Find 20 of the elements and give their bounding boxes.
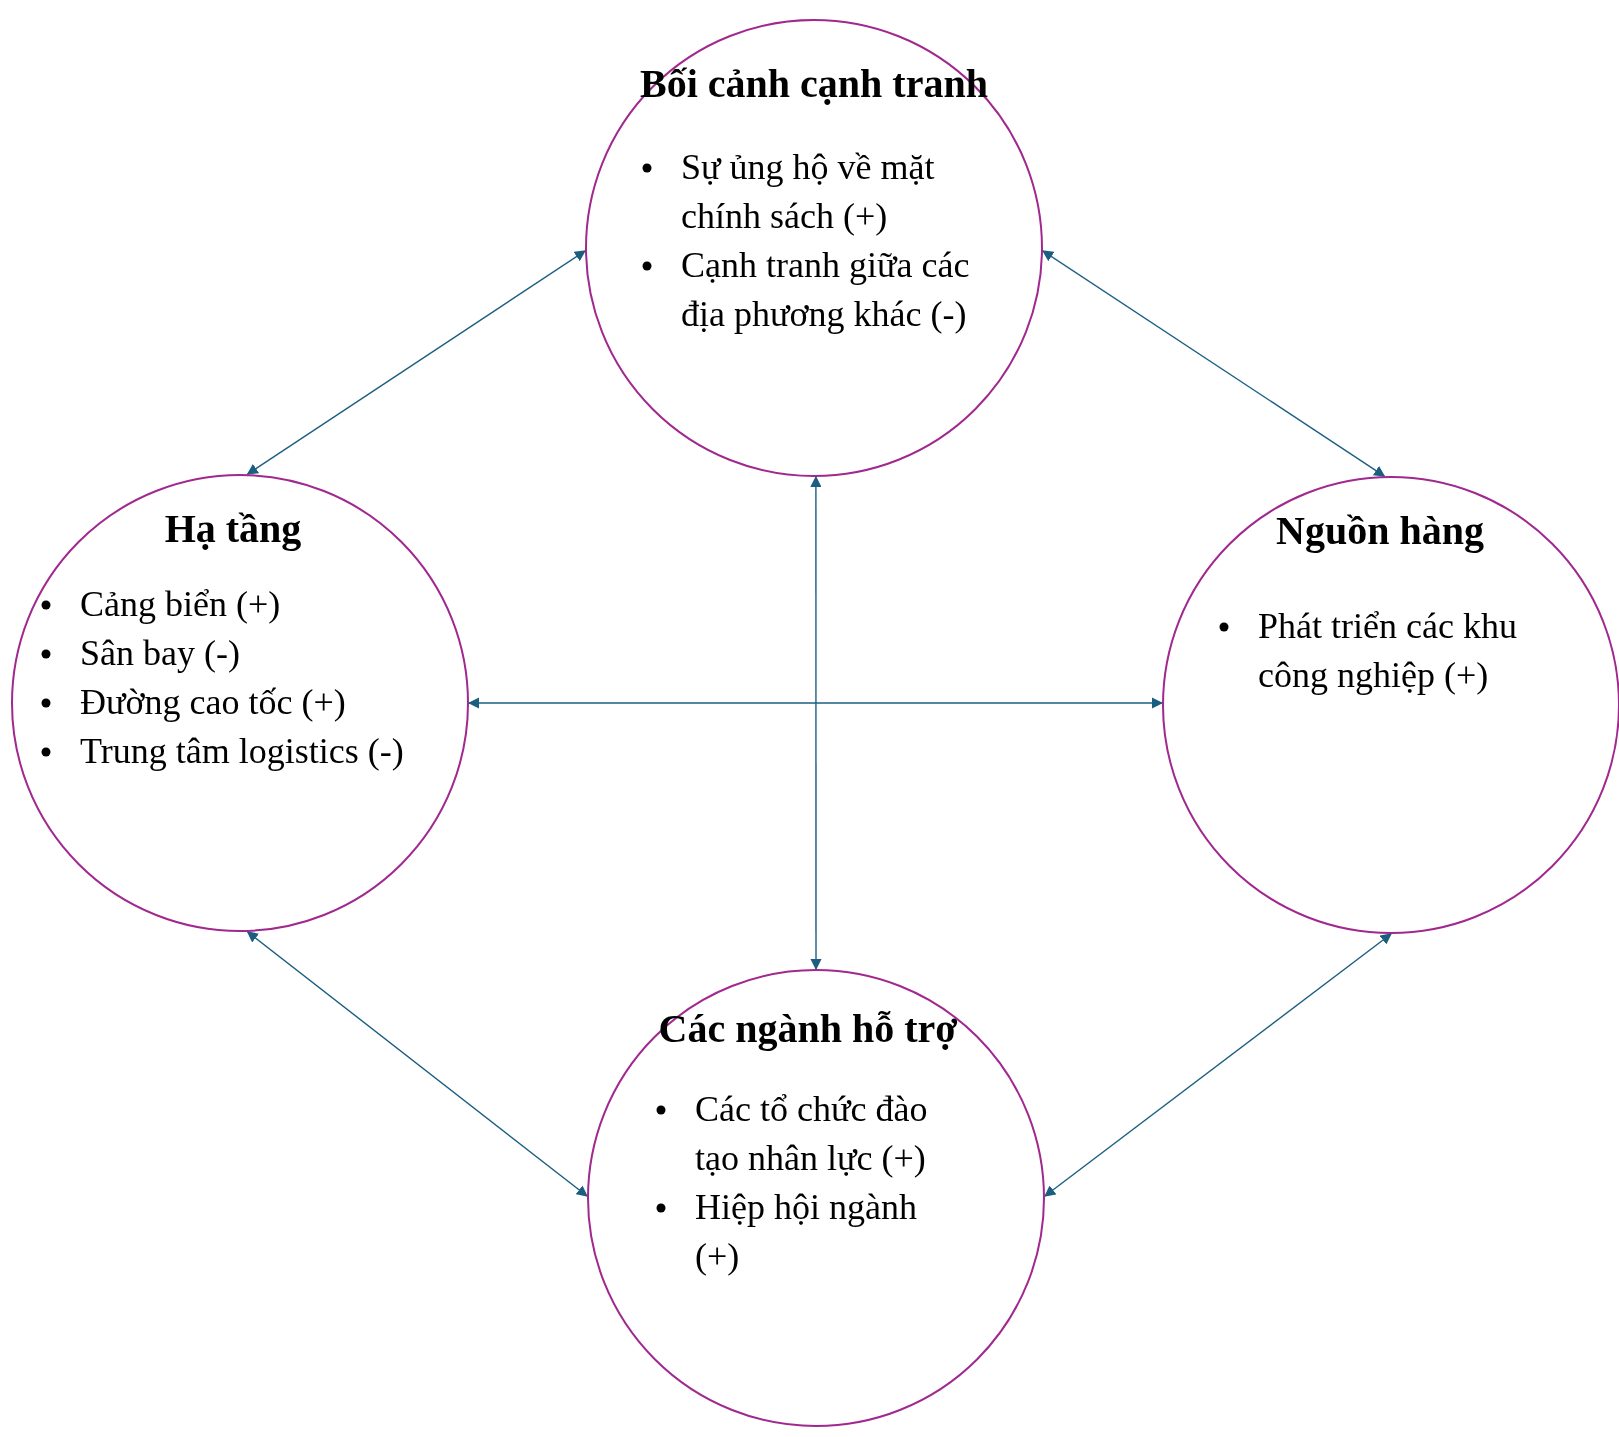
circle-node [587,969,1045,1427]
bullet-text: Cảng biển (+) [80,584,281,624]
bullet-text: Các tổ chức đào tạo nhân lực (+) [695,1089,928,1178]
heading-text: Nguồn hàng [1276,508,1484,553]
circle-node [585,19,1043,477]
double-arrow [810,475,822,971]
bullet-text: Hiệp hội ngành (+) [695,1187,917,1276]
bullet-text: Sự ủng hộ về mặt chính sách (+) [681,147,935,236]
bullet-text: Sân bay (-) [80,633,240,673]
bullet-text: Trung tâm logistics (-) [80,731,404,771]
heading-text: Các ngành hỗ trợ [658,1006,958,1051]
bullet-text: Đường cao tốc (+) [80,682,346,722]
circle-node [11,474,469,932]
double-arrow [1044,933,1392,1197]
double-arrow [1042,250,1386,477]
double-arrow [246,931,588,1197]
double-arrow [246,250,586,475]
bullet-text: Phát triển các khu công nghiệp (+) [1258,606,1517,695]
heading-text: Hạ tầng [164,506,302,551]
bullet-text: Cạnh tranh giữa các địa phương khác (-) [681,245,970,334]
